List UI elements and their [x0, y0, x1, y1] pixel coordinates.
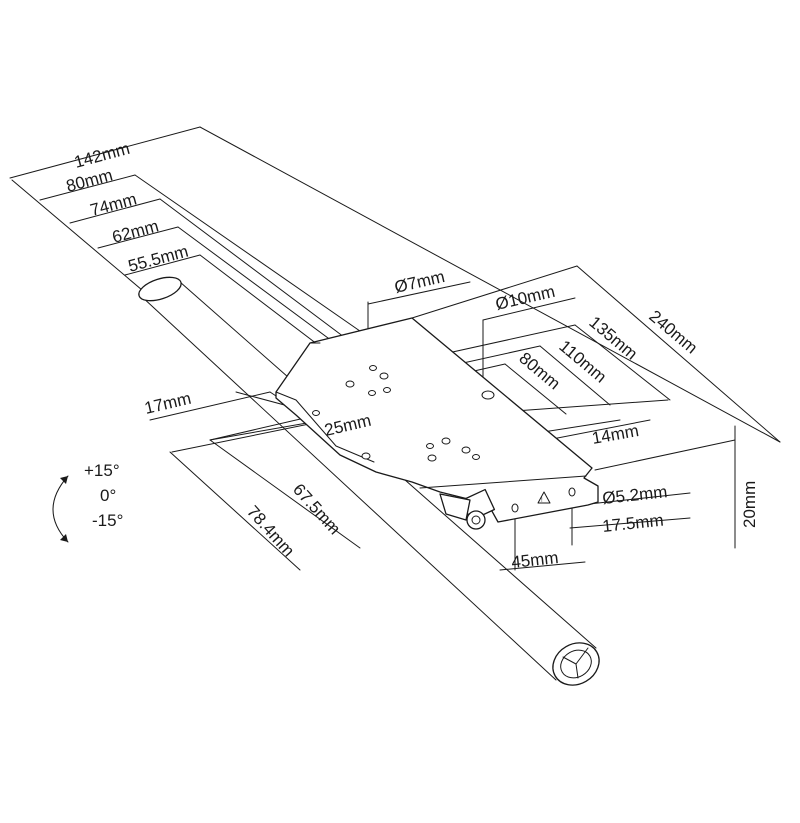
dim-80-top: 80mm: [64, 165, 115, 196]
tilt-zero: 0°: [100, 486, 116, 505]
bracket-plate: !: [275, 317, 599, 530]
dim-55-5: 55.5mm: [126, 242, 190, 276]
dim-14: 14mm: [590, 421, 640, 448]
dim-17-5: 17.5mm: [601, 511, 664, 536]
svg-text:!: !: [541, 498, 543, 504]
tilt-arrow: [52, 475, 69, 543]
dim-45: 45mm: [510, 548, 559, 572]
dim-17: 17mm: [143, 389, 193, 418]
mounting-tube: [138, 276, 600, 686]
dim-62: 62mm: [110, 216, 161, 247]
dim-78-4: 78.4mm: [243, 502, 298, 560]
dim-hole-5-2: Ø5.2mm: [601, 482, 668, 508]
dim-67-5: 67.5mm: [289, 480, 344, 538]
tilt-plus-15: +15°: [84, 461, 120, 480]
dim-hole-10: Ø10mm: [494, 282, 557, 314]
dim-110: 110mm: [555, 337, 610, 387]
tilt-minus-15: -15°: [92, 511, 123, 530]
tilt-labels: +15° 0° -15°: [84, 461, 123, 530]
dim-20: 20mm: [740, 481, 759, 528]
dim-80-right: 80mm: [515, 349, 563, 394]
dim-74: 74mm: [88, 189, 139, 220]
dim-135: 135mm: [585, 313, 641, 364]
